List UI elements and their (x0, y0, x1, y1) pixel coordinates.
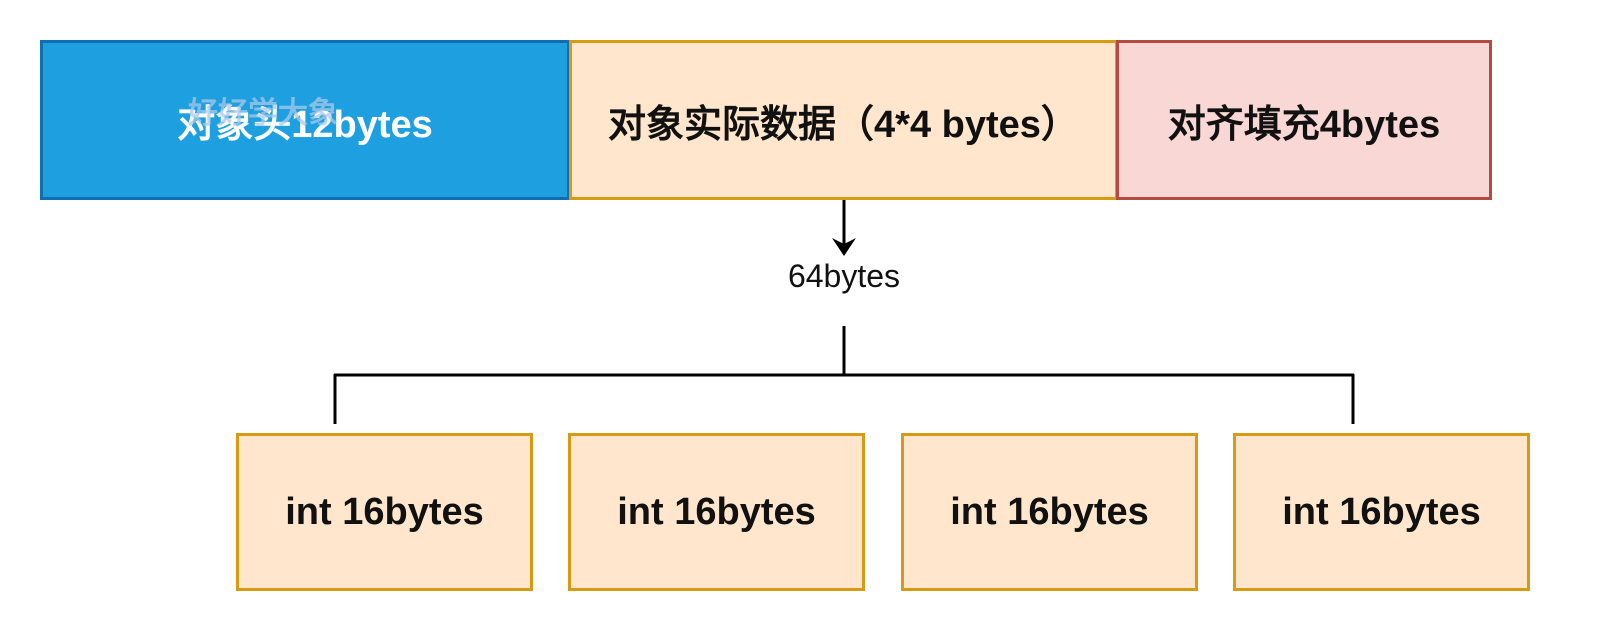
instance-data-label: 对象实际数据（4*4 bytes） (608, 103, 1079, 146)
int-field-box-1: int 16bytes (236, 433, 533, 591)
int-field-label: int 16bytes (950, 490, 1149, 533)
total-size-label: 64bytes (787, 258, 901, 294)
alignment-padding-label: 对齐填充4bytes (1167, 103, 1441, 146)
int-field-box-3: int 16bytes (901, 433, 1198, 591)
int-field-label: int 16bytes (285, 490, 484, 533)
watermark-text: 好好学大象 (188, 96, 338, 131)
int-field-label: int 16bytes (1282, 490, 1481, 533)
object-header-block: 对象头12bytes (40, 40, 570, 200)
int-field-box-4: int 16bytes (1233, 433, 1530, 591)
arrow-head (832, 238, 856, 256)
int-field-box-2: int 16bytes (568, 433, 865, 591)
object-header-label: 对象头12bytes (177, 103, 433, 146)
int-field-label: int 16bytes (617, 490, 816, 533)
alignment-padding-block: 对齐填充4bytes (1116, 40, 1492, 200)
